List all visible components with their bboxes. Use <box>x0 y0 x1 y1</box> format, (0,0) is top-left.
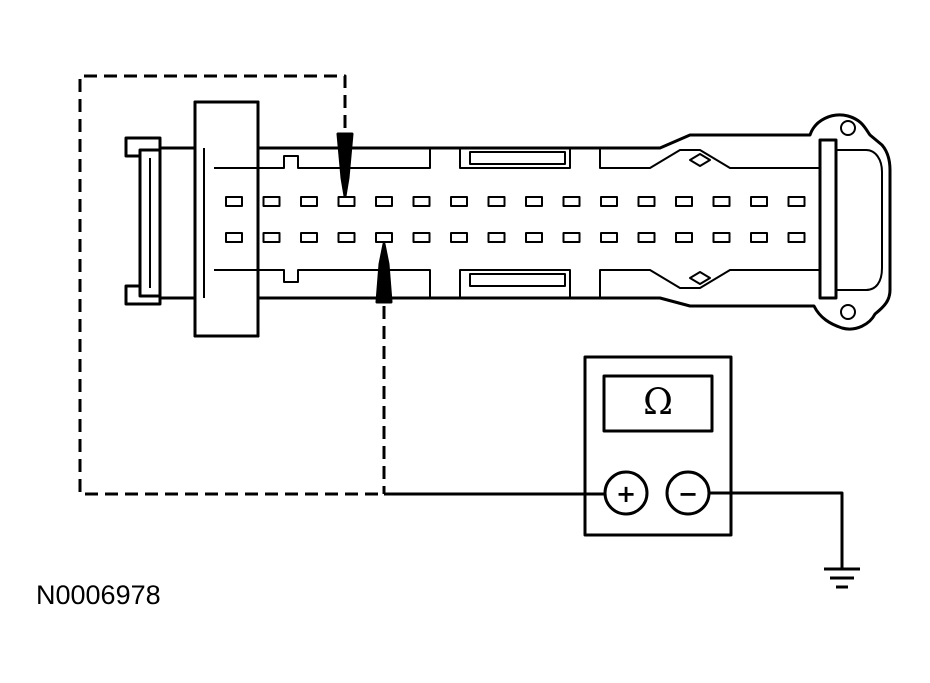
pin-cavity <box>337 232 356 243</box>
pin-cavity <box>675 196 693 207</box>
pin-cavity <box>225 232 243 243</box>
ohm-symbol: Ω <box>643 382 673 423</box>
pin-cavity <box>412 232 431 243</box>
probe-bottom <box>375 242 393 304</box>
pin-cavity <box>600 196 618 207</box>
pin-cavity <box>712 196 731 207</box>
pin-cavity <box>337 196 356 207</box>
pin-cavity <box>412 196 431 207</box>
pin-cavity <box>525 196 543 207</box>
pin-cavity <box>637 196 656 207</box>
pin-cavity <box>262 196 281 207</box>
pin-cavity <box>750 196 768 207</box>
pin-cavity <box>300 196 318 207</box>
positive-symbol: + <box>616 480 636 508</box>
pin-cavity <box>787 232 806 243</box>
pin-cavity <box>637 232 656 243</box>
pin-cavity <box>262 232 281 243</box>
negative-lead <box>709 491 844 568</box>
pin-cavity <box>750 232 768 243</box>
pin-cavity <box>450 232 468 243</box>
pin-cavity <box>600 232 618 243</box>
pin-cavity <box>562 232 581 243</box>
pin-cavity <box>675 232 693 243</box>
pin-cavity <box>375 232 393 243</box>
pin-cavity <box>487 196 506 207</box>
pin-cavities <box>225 196 806 243</box>
pin-cavity <box>525 232 543 243</box>
pin-cavity <box>562 196 581 207</box>
pin-cavity <box>712 232 731 243</box>
pin-cavity <box>300 232 318 243</box>
pin-cavity <box>375 196 393 207</box>
figure-id: N0006978 <box>36 580 161 610</box>
negative-symbol: − <box>678 480 698 508</box>
ground-symbol <box>824 567 860 589</box>
pin-cavity <box>487 232 506 243</box>
connector <box>124 100 892 338</box>
pin-cavity <box>787 196 806 207</box>
ohmmeter <box>583 355 733 537</box>
pin-cavity <box>225 196 243 207</box>
pin-cavity <box>450 196 468 207</box>
probe-top <box>336 132 354 198</box>
